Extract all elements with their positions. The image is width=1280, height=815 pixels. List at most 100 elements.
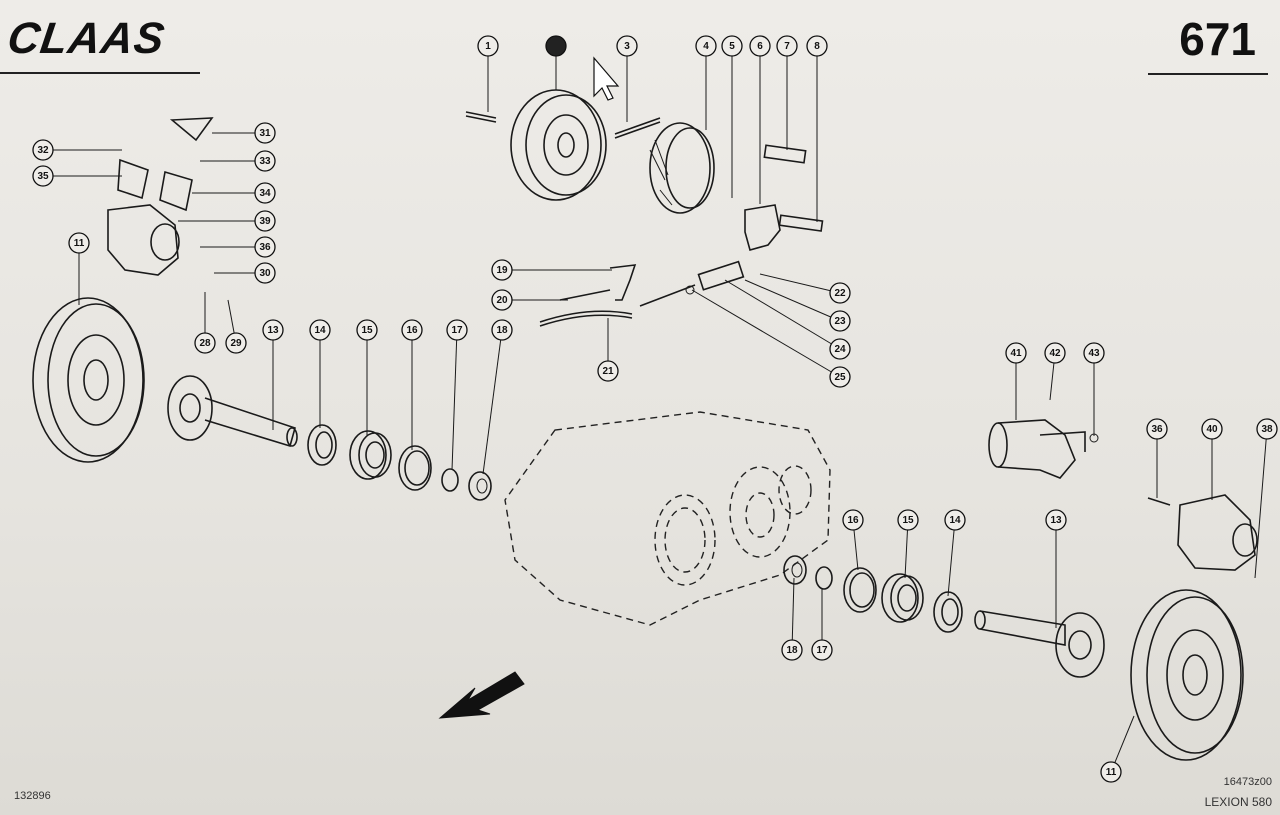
callout-bubble xyxy=(262,319,284,341)
callout-bubble xyxy=(597,360,619,382)
callout-bubble xyxy=(401,319,423,341)
callout-label: 22 xyxy=(834,288,846,299)
callout-label: 39 xyxy=(259,216,271,227)
callout-label: 14 xyxy=(949,515,961,526)
callout-label: 1 xyxy=(485,41,491,52)
brake-shoe-4 xyxy=(649,122,715,214)
callout-bubble xyxy=(829,338,851,360)
callout-c22: 22 xyxy=(759,273,851,304)
callout-c32: 32 xyxy=(32,139,122,161)
callout-label: 15 xyxy=(902,515,914,526)
callout-leader xyxy=(947,519,956,597)
bolt-8 xyxy=(778,214,824,232)
callout-leader xyxy=(791,577,795,651)
callout-label: 35 xyxy=(37,171,49,182)
callout-bubble xyxy=(811,639,833,661)
callout-c20: 20 xyxy=(491,289,568,311)
callout-bubble xyxy=(829,366,851,388)
callout-label: 38 xyxy=(1261,424,1273,435)
callout-bubble xyxy=(477,35,499,57)
callout-bubble xyxy=(897,509,919,531)
callout-label: 14 xyxy=(314,325,326,336)
callout-bubble xyxy=(225,332,247,354)
callout-label: 17 xyxy=(816,645,828,656)
callout-label: 29 xyxy=(230,338,242,349)
callout-c24: 24 xyxy=(724,279,851,360)
brake-drum xyxy=(510,89,607,201)
callout-label: 32 xyxy=(37,145,49,156)
callout-bubble xyxy=(254,182,276,204)
callout-c41: 41 xyxy=(1005,342,1027,420)
washer-17-right xyxy=(815,566,833,590)
callout-bubble xyxy=(356,319,378,341)
spring-3 xyxy=(614,117,661,139)
callout-bubble xyxy=(781,639,803,661)
nut-18-left xyxy=(468,471,492,501)
callout-bubble xyxy=(1146,418,1168,440)
drawing-id: 132896 xyxy=(14,790,51,802)
callout-c15a: 15 xyxy=(356,319,378,436)
callout-bubble xyxy=(254,150,276,172)
callout-bubble xyxy=(68,232,90,254)
callout-c33: 33 xyxy=(200,150,276,172)
callout-label: 21 xyxy=(602,366,614,377)
header-rule-right xyxy=(1148,73,1268,75)
callout-c14b: 14 xyxy=(944,509,966,597)
callout-bubble xyxy=(1100,761,1122,783)
bearing-15-right xyxy=(881,573,924,623)
callout-bubble xyxy=(721,35,743,57)
callout-leader xyxy=(759,273,841,294)
callout-c2 xyxy=(545,35,567,90)
callout-c30: 30 xyxy=(214,262,276,284)
callout-c11b: 11 xyxy=(1100,715,1135,783)
callout-bubble xyxy=(194,332,216,354)
bolt-7 xyxy=(763,144,807,164)
callout-bubble xyxy=(829,282,851,304)
callout-c16a: 16 xyxy=(401,319,423,450)
header-rule-left xyxy=(0,72,200,74)
callout-label: 16 xyxy=(847,515,859,526)
callout-label: 7 xyxy=(784,41,790,52)
callout-label: 40 xyxy=(1206,424,1218,435)
model-name: LEXION 580 xyxy=(1204,795,1272,809)
callout-bubble xyxy=(1083,342,1105,364)
callout-c6: 6 xyxy=(749,35,771,204)
callout-label: 33 xyxy=(259,156,271,167)
callout-label: 31 xyxy=(259,128,271,139)
callout-c23: 23 xyxy=(744,279,851,332)
axle-housing xyxy=(504,411,831,626)
callout-bubble xyxy=(309,319,331,341)
callout-leader xyxy=(724,279,841,350)
callout-c16b: 16 xyxy=(842,509,864,571)
callout-label: 28 xyxy=(199,338,211,349)
callout-bubble xyxy=(254,262,276,284)
brake-caliper-upper xyxy=(107,117,214,276)
callout-c17a: 17 xyxy=(446,319,468,471)
callout-label: 34 xyxy=(259,188,271,199)
callout-label: 6 xyxy=(757,41,763,52)
callout-bubble xyxy=(776,35,798,57)
callout-label: 24 xyxy=(834,344,846,355)
callout-c5: 5 xyxy=(721,35,743,198)
callout-label: 20 xyxy=(496,295,508,306)
callout-bubble xyxy=(491,289,513,311)
callout-bubble xyxy=(254,210,276,232)
callout-c36b: 36 xyxy=(1146,418,1168,498)
callout-bubble xyxy=(491,319,513,341)
callout-label: 23 xyxy=(834,316,846,327)
callout-label: 19 xyxy=(496,265,508,276)
circlip-16-right xyxy=(843,567,877,613)
callout-label: 30 xyxy=(259,268,271,279)
reference-code: 16473z00 xyxy=(1223,776,1272,788)
callout-bubble xyxy=(32,165,54,187)
callout-label: 43 xyxy=(1088,348,1100,359)
callout-c36a: 36 xyxy=(200,236,276,258)
callout-label: 42 xyxy=(1049,348,1061,359)
callout-c21: 21 xyxy=(597,318,619,382)
callout-label: 41 xyxy=(1010,348,1022,359)
callout-bubble xyxy=(254,236,276,258)
callout-c13b: 13 xyxy=(1045,509,1067,628)
callout-bubble xyxy=(749,35,771,57)
